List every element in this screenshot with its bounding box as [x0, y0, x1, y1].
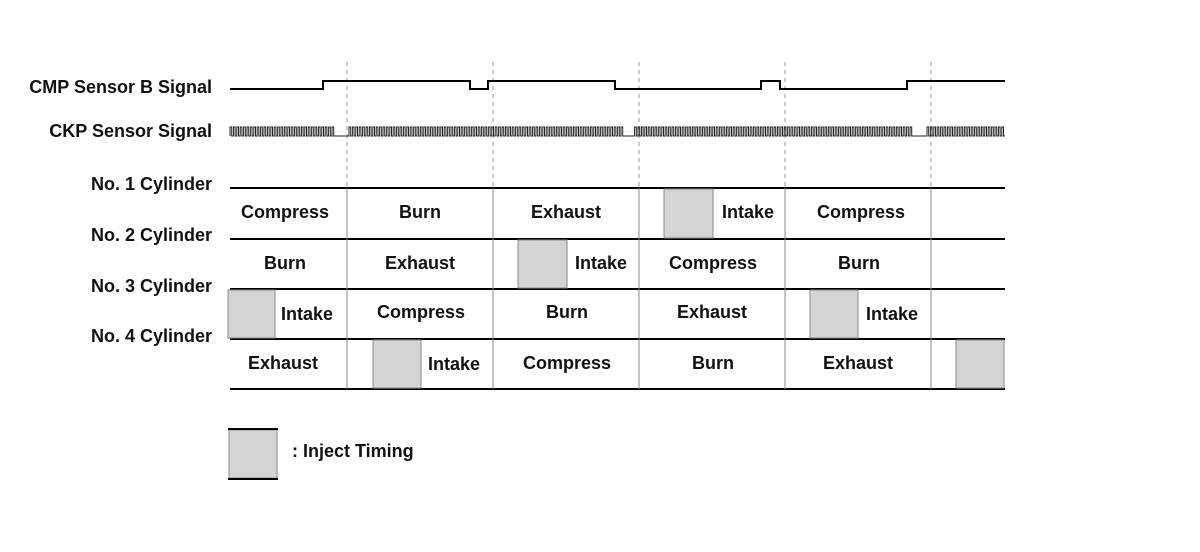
- stroke-cell: Intake: [722, 202, 774, 222]
- stroke-cell: Burn: [264, 253, 306, 273]
- cylinder-grid: [230, 187, 1005, 390]
- stroke-cell: Exhaust: [385, 253, 455, 273]
- stroke-cell: Exhaust: [823, 353, 893, 373]
- cylinder-3-row: Intake Compress Burn Exhaust Intake: [281, 302, 918, 324]
- stroke-cell: Exhaust: [677, 302, 747, 322]
- inject-block: [517, 239, 568, 289]
- stroke-cell: Exhaust: [531, 202, 601, 222]
- inject-block: [372, 339, 422, 389]
- stroke-cell: Compress: [523, 353, 611, 373]
- cmp-signal-label: CMP Sensor B Signal: [29, 77, 212, 97]
- cylinder-1-label: No. 1 Cylinder: [91, 174, 212, 194]
- stroke-cell: Compress: [669, 253, 757, 273]
- ckp-signal-label: CKP Sensor Signal: [49, 121, 212, 141]
- stroke-cell: Intake: [575, 253, 627, 273]
- cylinder-4-row: Exhaust Intake Compress Burn Exhaust: [248, 353, 893, 374]
- stroke-cell: Burn: [546, 302, 588, 322]
- legend-inject-swatch: [228, 429, 278, 479]
- inject-block: [663, 188, 714, 239]
- stroke-cell: Compress: [241, 202, 329, 222]
- dashed-guides: [346, 62, 932, 188]
- stroke-cell: Compress: [817, 202, 905, 222]
- ckp-signal-waveform: [229, 126, 1005, 137]
- stroke-cell: Intake: [428, 354, 480, 374]
- stroke-cell: Intake: [866, 304, 918, 324]
- inject-blocks: [227, 188, 1005, 389]
- stroke-cell: Exhaust: [248, 353, 318, 373]
- cylinder-4-label: No. 4 Cylinder: [91, 326, 212, 346]
- stroke-cell: Burn: [838, 253, 880, 273]
- inject-block: [227, 289, 276, 339]
- inject-block: [955, 339, 1005, 389]
- stroke-cell: Compress: [377, 302, 465, 322]
- legend: : Inject Timing: [228, 428, 414, 480]
- stroke-cell: Burn: [692, 353, 734, 373]
- cylinder-2-row: Burn Exhaust Intake Compress Burn: [264, 253, 880, 273]
- stroke-cell: Intake: [281, 304, 333, 324]
- legend-inject-label: : Inject Timing: [292, 441, 414, 461]
- cylinder-3-label: No. 3 Cylinder: [91, 276, 212, 296]
- inject-block: [809, 289, 859, 339]
- cylinder-2-label: No. 2 Cylinder: [91, 225, 212, 245]
- cylinder-1-row: Compress Burn Exhaust Intake Compress: [241, 202, 905, 222]
- cmp-signal-waveform: [230, 80, 1005, 90]
- stroke-cell: Burn: [399, 202, 441, 222]
